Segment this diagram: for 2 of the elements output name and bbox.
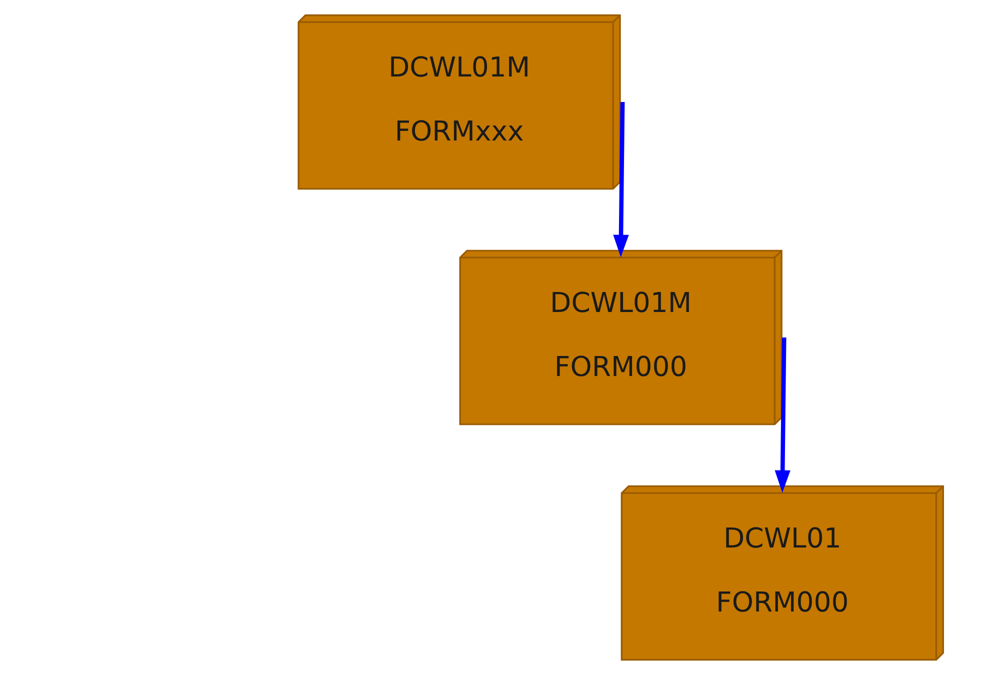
- arrow: [613, 102, 629, 258]
- arrow: [774, 337, 790, 493]
